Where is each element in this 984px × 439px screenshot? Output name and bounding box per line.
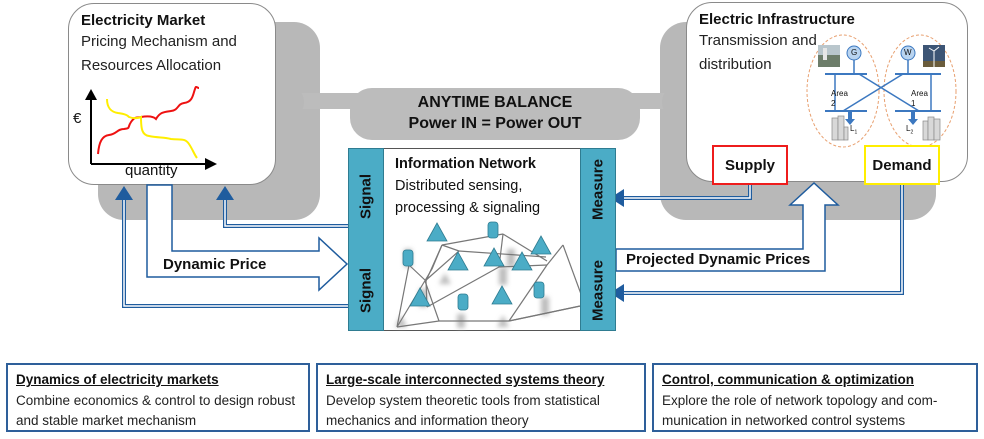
balance-title: ANYTIME BALANCE bbox=[417, 94, 573, 111]
signal-label-lower: Signal bbox=[357, 268, 375, 314]
network-node-triangle bbox=[483, 247, 505, 267]
area-2-boundary bbox=[806, 34, 880, 148]
research-text-line: Combine economics & control to design ro… bbox=[16, 393, 296, 408]
info-network-title: Information Network bbox=[395, 156, 536, 172]
generator-g-label: G bbox=[851, 48, 858, 57]
supply-to-measure-arrow bbox=[622, 185, 752, 200]
load-l1-arrow bbox=[845, 111, 855, 125]
building-icon-right bbox=[922, 116, 941, 141]
signal-column bbox=[348, 148, 384, 331]
research-title: Dynamics of electricity markets bbox=[16, 372, 219, 387]
signal-to-market-arrow-lower bbox=[122, 198, 348, 308]
research-box-markets: Dynamics of electricity markets Combine … bbox=[6, 363, 310, 432]
load-l2-label: L2 bbox=[906, 124, 914, 136]
load-l1-label: L1 bbox=[850, 124, 858, 136]
market-subtitle-1: Pricing Mechanism and bbox=[81, 33, 237, 50]
supply-curve bbox=[97, 85, 200, 155]
supply-box: Supply bbox=[712, 145, 788, 185]
x-axis-arrowhead bbox=[205, 158, 217, 170]
projected-prices-arrow bbox=[615, 181, 840, 272]
signal-to-market-arrow-upper bbox=[223, 198, 348, 228]
info-network-subtitle-2: processing & signaling bbox=[395, 200, 541, 216]
network-node-triangle bbox=[447, 251, 469, 271]
network-node-database bbox=[457, 293, 469, 311]
generator-w-label: W bbox=[904, 48, 912, 57]
research-text-line: Develop system theoretic tools from stat… bbox=[326, 393, 600, 408]
area-1-label: Area 1 bbox=[911, 89, 928, 108]
information-network-box: Information Network Distributed sensing,… bbox=[348, 148, 594, 331]
infrastructure-subtitle-1: Transmission and bbox=[699, 32, 817, 49]
y-axis-arrowhead bbox=[85, 89, 97, 100]
grid-diagram bbox=[806, 34, 957, 148]
research-box-control: Control, communication & optimization Ex… bbox=[652, 363, 978, 432]
network-node-triangle bbox=[491, 285, 513, 305]
measure-label-lower: Measure bbox=[589, 260, 607, 321]
research-text-line: and stable market mechanism bbox=[16, 413, 197, 428]
dynamic-price-label: Dynamic Price bbox=[163, 256, 267, 273]
network-node-database bbox=[533, 281, 545, 299]
demand-to-measure-arrow bbox=[622, 185, 904, 295]
market-title: Electricity Market bbox=[81, 12, 206, 29]
area-2-label: Area 2 bbox=[831, 89, 848, 108]
balance-equation: Power IN = Power OUT bbox=[408, 115, 582, 132]
euro-axis-label: € bbox=[73, 110, 82, 127]
research-box-systems-theory: Large-scale interconnected systems theor… bbox=[316, 363, 646, 432]
supply-demand-chart bbox=[85, 85, 217, 170]
arrowhead-up-market-right bbox=[216, 186, 234, 200]
arrowhead-left-measure-upper bbox=[610, 189, 624, 207]
quantity-axis-label: quantity bbox=[125, 162, 178, 179]
network-node-triangle bbox=[511, 251, 533, 271]
measure-label-upper: Measure bbox=[589, 159, 607, 220]
electricity-market-card: Electricity Market Pricing Mechanism and… bbox=[68, 3, 276, 185]
measure-column bbox=[580, 148, 616, 331]
dynamic-price-arrow bbox=[146, 184, 349, 292]
infrastructure-title: Electric Infrastructure bbox=[699, 11, 855, 28]
research-text-line: mechanics and information theory bbox=[326, 413, 529, 428]
network-node-triangle bbox=[409, 287, 431, 307]
anytime-balance-pill: ANYTIME BALANCE Power IN = Power OUT bbox=[350, 88, 640, 140]
info-network-subtitle-1: Distributed sensing, bbox=[395, 178, 523, 194]
demand-curve bbox=[106, 98, 198, 159]
projected-dynamic-prices-label: Projected Dynamic Prices bbox=[626, 251, 811, 268]
infrastructure-subtitle-2: distribution bbox=[699, 56, 772, 73]
market-subtitle-2: Resources Allocation bbox=[81, 57, 222, 74]
arrowhead-left-measure-lower bbox=[610, 284, 624, 302]
network-node-triangle bbox=[426, 222, 448, 242]
research-title: Control, communication & optimization bbox=[662, 372, 914, 387]
research-title: Large-scale interconnected systems theor… bbox=[326, 372, 605, 387]
building-icon-left bbox=[831, 115, 849, 141]
arrowhead-up-market-left bbox=[115, 186, 133, 200]
load-l2-arrow bbox=[908, 111, 918, 125]
transmission-line-1 bbox=[858, 73, 920, 112]
network-node-database bbox=[487, 221, 499, 239]
demand-box: Demand bbox=[864, 145, 940, 185]
network-node-database bbox=[402, 249, 414, 267]
signal-label-upper: Signal bbox=[357, 174, 375, 220]
transmission-line-2 bbox=[842, 73, 904, 112]
research-text-line: munication in networked control systems bbox=[662, 413, 906, 428]
research-text-line: Explore the role of network topology and… bbox=[662, 393, 938, 408]
network-node-triangle bbox=[530, 235, 552, 255]
